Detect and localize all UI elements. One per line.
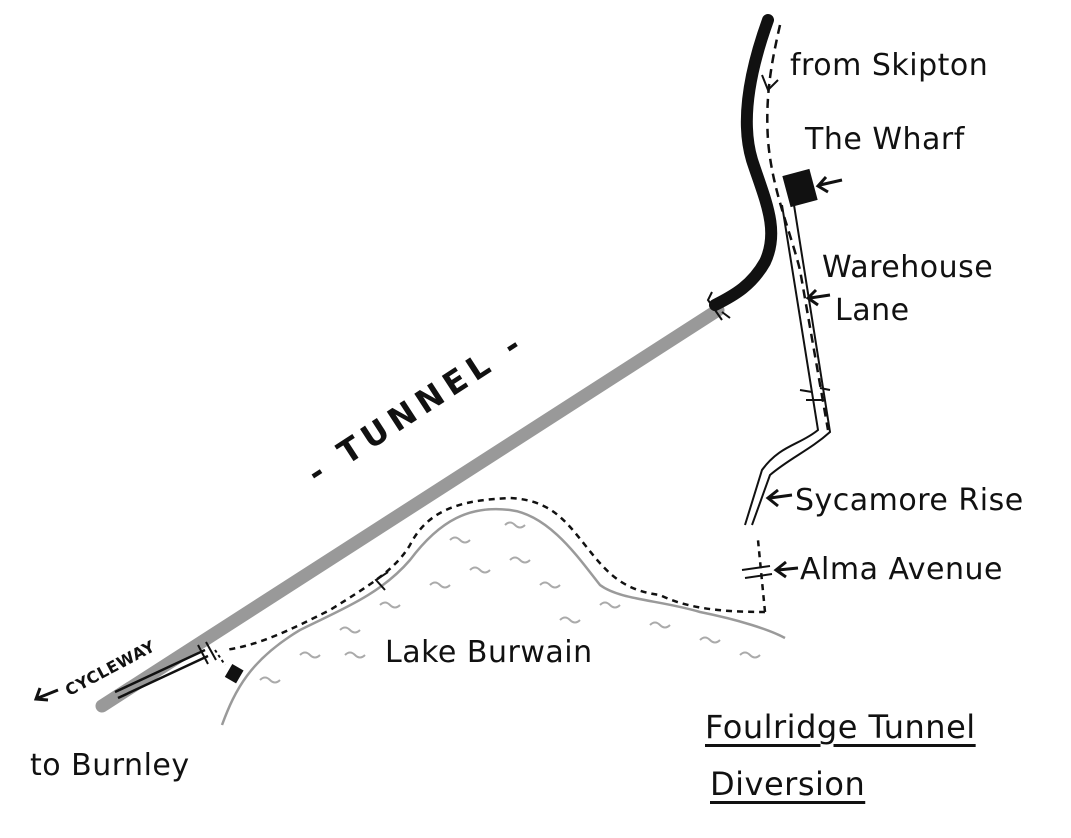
wharf-building-icon	[782, 168, 818, 208]
canal-line	[709, 14, 778, 311]
building-icon	[224, 663, 244, 684]
lake-outline	[220, 507, 786, 726]
tunnel-line	[95, 303, 725, 713]
pointer-arrows	[33, 176, 843, 702]
tunnel-portal-icon	[706, 291, 731, 321]
label-lake-burwain: Lake Burwain	[385, 635, 593, 670]
walking-route-towpath	[766, 24, 830, 431]
arrow-icon	[761, 74, 779, 92]
label-warehouse: Warehouse	[822, 250, 994, 285]
arrow-icon	[374, 571, 389, 591]
label-sycamore-rise: Sycamore Rise	[795, 483, 1024, 518]
warehouse-lane-road	[744, 204, 832, 526]
cycleway-line	[114, 648, 209, 700]
map-title-line-1: Foulridge Tunnel	[705, 708, 976, 746]
map-title-line-2: Diversion	[710, 765, 866, 803]
label-the-wharf: The Wharf	[805, 122, 965, 157]
label-lane: Lane	[835, 293, 910, 328]
label-from-skipton: from Skipton	[790, 48, 989, 83]
label-alma-avenue: Alma Avenue	[800, 552, 1003, 587]
label-to-burnley: to Burnley	[30, 748, 190, 783]
lake-waves	[259, 521, 761, 684]
